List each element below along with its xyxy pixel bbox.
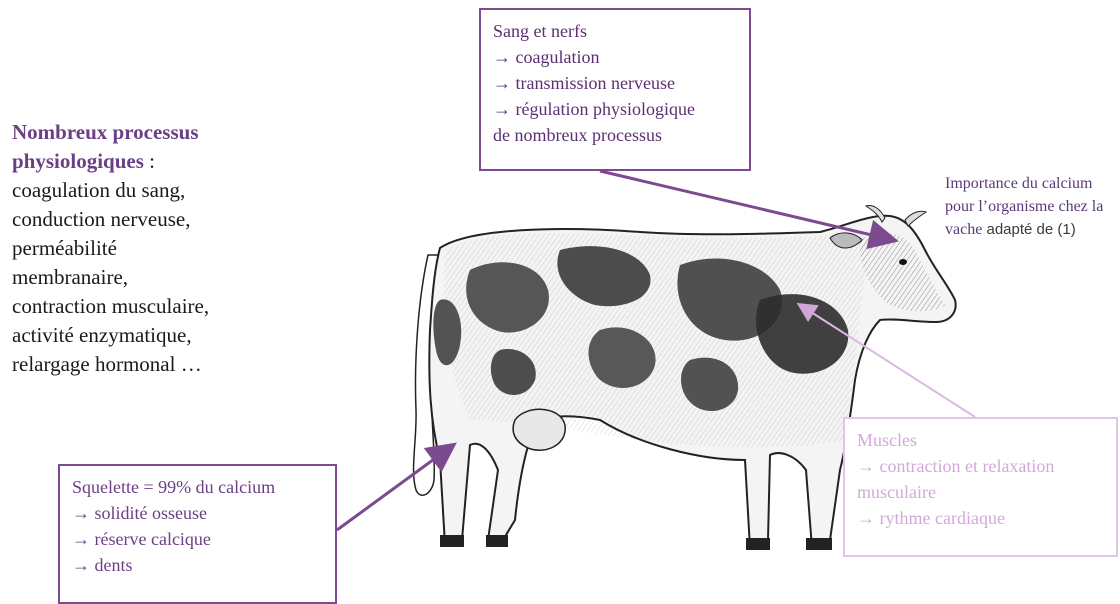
process-line: contraction musculaire, — [12, 294, 209, 318]
box-line: → réserve calcique — [72, 526, 323, 552]
process-line: relargage hormonal … — [12, 352, 202, 376]
processes-title: Nombreux processus physiologiques — [12, 120, 199, 173]
box-line: → coagulation — [493, 44, 737, 70]
process-line: perméabilité — [12, 236, 117, 260]
physiological-processes-text: Nombreux processus physiologiques : coag… — [12, 118, 282, 379]
figure-caption: Importance du calcium pour l’organisme c… — [945, 172, 1117, 241]
box-line: → dents — [72, 552, 323, 578]
arrow-skeleton-to-leg — [337, 446, 452, 530]
process-line: membranaire, — [12, 265, 128, 289]
box-line: de nombreux processus — [493, 122, 737, 148]
box-line: Muscles — [857, 427, 1104, 453]
muscles-box: Muscles → contraction et relaxation musc… — [843, 417, 1118, 557]
blood-nerves-box: Sang et nerfs → coagulation → transmissi… — [479, 8, 751, 171]
process-line: activité enzymatique, — [12, 323, 192, 347]
box-line: Sang et nerfs — [493, 18, 737, 44]
processes-colon: : — [144, 149, 155, 173]
box-line: musculaire — [857, 479, 1104, 505]
arrow-blood-to-head — [600, 171, 893, 240]
box-line: Squelette = 99% du calcium — [72, 474, 323, 500]
box-line: → rythme cardiaque — [857, 505, 1104, 531]
process-line: conduction nerveuse, — [12, 207, 190, 231]
box-line: → solidité osseuse — [72, 500, 323, 526]
process-line: coagulation du sang, — [12, 178, 185, 202]
skeleton-box: Squelette = 99% du calcium → solidité os… — [58, 464, 337, 604]
box-line: → transmission nerveuse — [493, 70, 737, 96]
box-line: → régulation physiologique — [493, 96, 737, 122]
caption-source: adapté de (1) — [982, 221, 1075, 238]
box-line: → contraction et relaxation — [857, 453, 1104, 479]
